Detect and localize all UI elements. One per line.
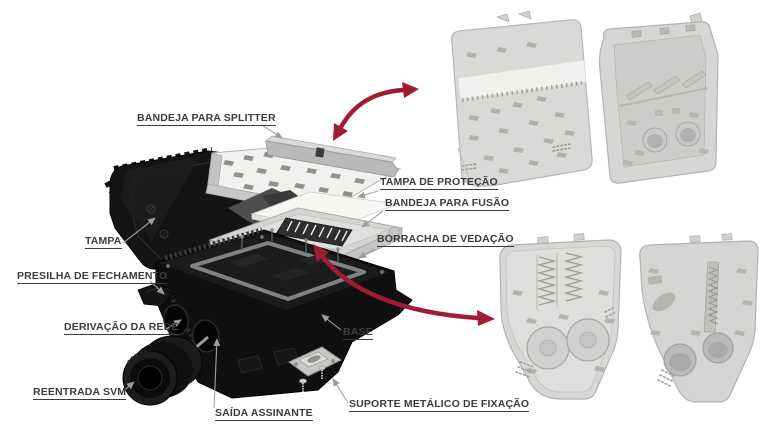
detail-tray-splitter-front: [451, 10, 593, 187]
detail-arrow-bottom: [313, 244, 495, 326]
label-saida-assinante: SAÍDA ASSINANTE: [215, 407, 313, 421]
leader-reentrada: [120, 381, 135, 394]
leader-base: [321, 314, 342, 331]
label-tampa-protecao: TAMPA DE PROTEÇÃO: [380, 176, 498, 190]
detail-arrow-top: [333, 82, 419, 141]
leader-bandeja-fusao: [361, 210, 384, 228]
leader-lines: [120, 124, 384, 409]
base-part: [155, 227, 413, 399]
svm-reentry-part: [122, 335, 209, 406]
label-tampa: TAMPA: [85, 235, 122, 249]
detail-tray-fusion-back: [639, 233, 759, 403]
leader-tampa-protecao: [357, 190, 379, 199]
leader-suporte: [332, 378, 349, 404]
metal-bracket-part: [288, 346, 342, 393]
label-base: BASE: [343, 326, 373, 340]
sealing-gasket: [190, 241, 366, 301]
leader-borracha-vedacao: [358, 248, 376, 259]
label-suporte-metalico: SUPORTE METÁLICO DE FIXAÇÃO: [349, 398, 530, 412]
leader-tampa: [122, 217, 156, 244]
leader-derivacao: [165, 319, 182, 330]
leader-saida: [213, 338, 221, 409]
leader-bandeja-splitter: [261, 124, 283, 139]
label-bandeja-fusao: BANDEJA PARA FUSÃO: [385, 197, 510, 211]
label-borracha-vedacao: BORRACHA DE VEDAÇÃO: [377, 233, 514, 247]
label-bandeja-splitter: BANDEJA PARA SPLITTER: [137, 112, 276, 126]
label-reentrada-svm: REENTRADA SVM: [33, 386, 127, 400]
label-presilha-fechamento: PRESILHA DE FECHAMENTO: [17, 270, 168, 284]
detail-tray-fusion-front: [499, 233, 622, 400]
label-derivacao-rede: DERIVAÇÃO DA REDE: [64, 321, 179, 335]
detail-tray-splitter-back: [598, 12, 719, 184]
